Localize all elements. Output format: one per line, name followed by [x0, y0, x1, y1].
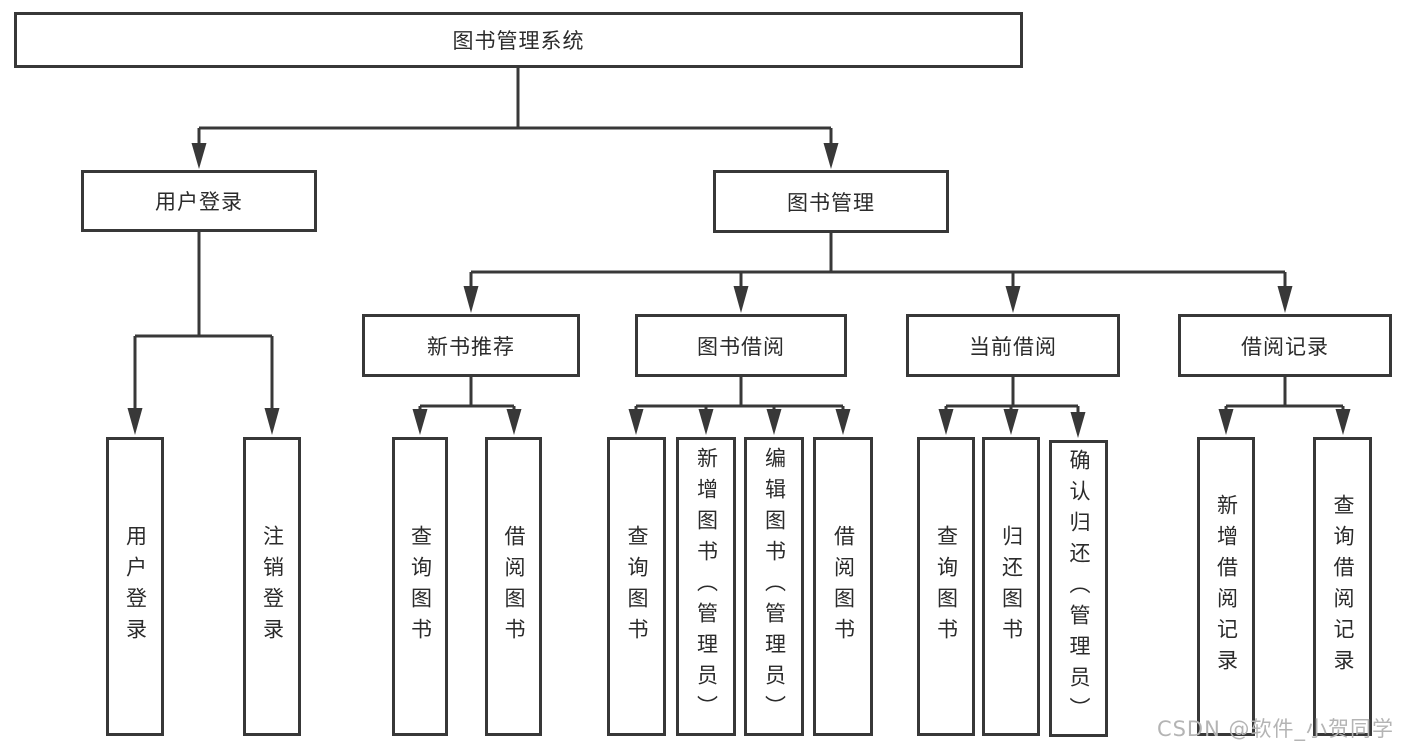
node-label: 用户登录 [155, 190, 243, 214]
leaf-borrow-books-recommend: 借阅图书 [485, 437, 542, 736]
leaf-borrow-books-borrow: 借阅图书 [813, 437, 873, 736]
leaf-label: 查询借阅记录 [1331, 493, 1355, 680]
node-label: 借阅记录 [1241, 334, 1329, 359]
leaf-label: 归还图书 [999, 524, 1024, 649]
watermark-csdn: CSDN @软件_小贺同学 [1156, 717, 1394, 741]
leaf-label: 注销登录 [260, 524, 285, 649]
node-label: 新书推荐 [427, 334, 515, 359]
leaf-return-books: 归还图书 [982, 437, 1040, 736]
node-current-borrowing: 当前借阅 [906, 314, 1120, 377]
node-book-borrowing: 图书借阅 [635, 314, 847, 377]
node-label: 当前借阅 [969, 334, 1057, 359]
leaf-user-login: 用户登录 [106, 437, 164, 736]
leaf-label: 查询图书 [934, 524, 959, 649]
leaf-confirm-return-admin: 确认归还（管理员） [1049, 440, 1108, 737]
leaf-query-books-current: 查询图书 [917, 437, 975, 736]
leaf-add-books-admin: 新增图书（管理员） [676, 437, 736, 736]
leaf-label: 新增图书（管理员） [694, 447, 719, 726]
leaf-edit-books-admin: 编辑图书（管理员） [744, 437, 804, 736]
leaf-label: 查询图书 [625, 524, 649, 649]
node-new-book-recommendation: 新书推荐 [362, 314, 580, 377]
node-borrowing-records: 借阅记录 [1178, 314, 1392, 377]
leaf-add-borrow-record: 新增借阅记录 [1197, 437, 1255, 736]
leaf-query-books-recommend: 查询图书 [392, 437, 448, 736]
leaf-label: 新增借阅记录 [1214, 493, 1239, 680]
node-label: 图书借阅 [697, 334, 785, 359]
leaf-label: 用户登录 [123, 524, 148, 649]
leaf-logout: 注销登录 [243, 437, 301, 736]
leaf-label: 编辑图书（管理员） [762, 447, 787, 726]
leaf-query-books-borrow: 查询图书 [607, 437, 666, 736]
node-book-management: 图书管理 [713, 170, 949, 233]
node-user-login: 用户登录 [81, 170, 317, 232]
leaf-query-borrow-record: 查询借阅记录 [1313, 437, 1372, 736]
leaf-label: 借阅图书 [502, 524, 526, 649]
node-label: 图书管理 [787, 190, 875, 215]
leaf-label: 借阅图书 [831, 524, 856, 649]
leaf-label: 查询图书 [408, 524, 433, 649]
node-label: 图书管理系统 [452, 29, 585, 53]
node-library-management-system: 图书管理系统 [14, 12, 1023, 68]
leaf-label: 确认归还（管理员） [1067, 449, 1091, 728]
